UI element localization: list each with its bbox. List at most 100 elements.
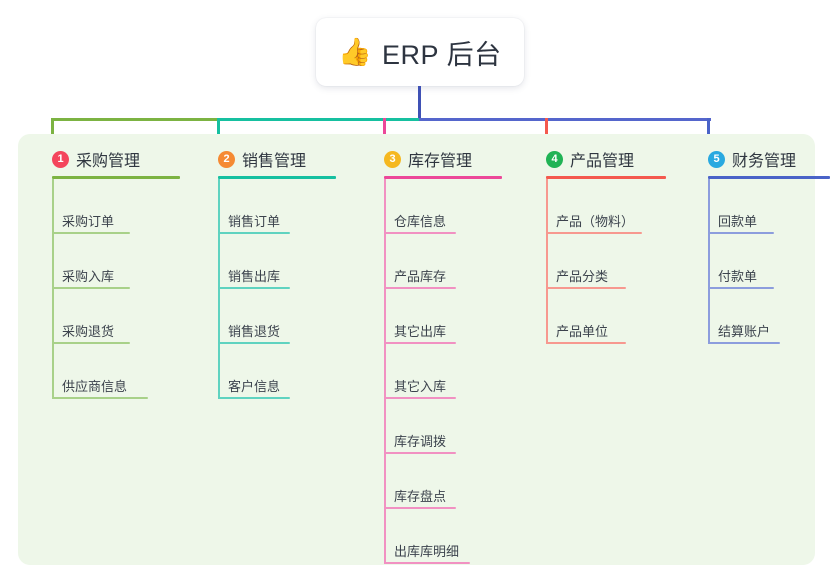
leaf-item-label: 销售订单 bbox=[228, 214, 281, 229]
leaf-item[interactable]: 客户信息 bbox=[218, 371, 290, 399]
leaf-item-rule bbox=[52, 397, 148, 399]
leaf-item-rule bbox=[384, 397, 456, 399]
leaf-item[interactable]: 其它出库 bbox=[384, 316, 456, 344]
column-spine bbox=[384, 179, 386, 564]
leaf-item-label: 其它出库 bbox=[394, 324, 447, 339]
root-node-erp-backend[interactable]: 👍 ERP 后台 bbox=[316, 18, 524, 86]
column-header-2[interactable]: 2 销售管理 bbox=[196, 146, 306, 172]
branches-panel bbox=[18, 134, 815, 565]
leaf-item[interactable]: 其它入库 bbox=[384, 371, 456, 399]
leaf-item[interactable]: 回款单 bbox=[708, 206, 774, 234]
leaf-item-label: 其它入库 bbox=[394, 379, 447, 394]
column-header-5[interactable]: 5 财务管理 bbox=[686, 146, 796, 172]
root-node-title: ERP 后台 bbox=[382, 39, 502, 70]
leaf-item[interactable]: 产品库存 bbox=[384, 261, 456, 289]
leaf-item[interactable]: 采购退货 bbox=[52, 316, 130, 344]
column-title: 采购管理 bbox=[76, 153, 141, 170]
leaf-item-rule bbox=[52, 342, 130, 344]
leaf-item-rule bbox=[546, 342, 626, 344]
column-number-badge: 1 bbox=[52, 150, 69, 168]
bar-segment-blue bbox=[419, 118, 711, 121]
leaf-item-rule bbox=[708, 232, 774, 234]
leaf-item-rule bbox=[52, 232, 130, 234]
leaf-item-rule bbox=[708, 342, 780, 344]
leaf-item[interactable]: 采购入库 bbox=[52, 261, 130, 289]
leaf-item[interactable]: 结算账户 bbox=[708, 316, 780, 344]
column-number-badge: 5 bbox=[708, 150, 725, 168]
leaf-item-label: 回款单 bbox=[718, 214, 758, 229]
column-title: 产品管理 bbox=[570, 153, 635, 170]
column-header-rule bbox=[546, 176, 666, 179]
leaf-item-label: 产品分类 bbox=[556, 269, 609, 284]
leaf-item-rule bbox=[218, 232, 290, 234]
column-title: 财务管理 bbox=[732, 153, 797, 170]
leaf-item-rule bbox=[218, 397, 290, 399]
bar-segment-green bbox=[52, 118, 218, 121]
leaf-item-label: 采购退货 bbox=[62, 324, 115, 339]
leaf-item[interactable]: 销售出库 bbox=[218, 261, 290, 289]
column-number-badge: 4 bbox=[546, 150, 563, 168]
bar-segment-teal bbox=[218, 118, 419, 121]
column-number-badge: 2 bbox=[218, 150, 235, 168]
column-header-3[interactable]: 3 库存管理 bbox=[362, 146, 472, 172]
leaf-item-rule bbox=[218, 342, 290, 344]
leaf-item-label: 产品（物料） bbox=[556, 214, 635, 229]
column-header-rule bbox=[52, 176, 180, 179]
leaf-item-label: 产品单位 bbox=[556, 324, 609, 339]
leaf-item[interactable]: 销售退货 bbox=[218, 316, 290, 344]
drop-line-1 bbox=[51, 118, 54, 144]
drop-line-2 bbox=[217, 118, 220, 144]
column-spine bbox=[546, 179, 548, 344]
leaf-item-rule bbox=[384, 452, 456, 454]
leaf-item[interactable]: 采购订单 bbox=[52, 206, 130, 234]
leaf-item-label: 仓库信息 bbox=[394, 214, 447, 229]
column-title: 库存管理 bbox=[408, 153, 473, 170]
leaf-item-label: 库存盘点 bbox=[394, 489, 447, 504]
drop-line-5 bbox=[707, 118, 710, 144]
column-header-rule bbox=[218, 176, 336, 179]
column-header-1[interactable]: 1 采购管理 bbox=[30, 146, 140, 172]
leaf-item[interactable]: 仓库信息 bbox=[384, 206, 456, 234]
leaf-item-label: 库存调拨 bbox=[394, 434, 447, 449]
column-header-rule bbox=[384, 176, 502, 179]
leaf-item-label: 采购订单 bbox=[62, 214, 115, 229]
leaf-item-label: 供应商信息 bbox=[62, 379, 128, 394]
leaf-item-rule bbox=[546, 287, 626, 289]
leaf-item-label: 出库库明细 bbox=[394, 544, 460, 559]
leaf-item-rule bbox=[384, 342, 456, 344]
leaf-item-rule bbox=[384, 507, 456, 509]
leaf-item-label: 客户信息 bbox=[228, 379, 281, 394]
column-header-4[interactable]: 4 产品管理 bbox=[524, 146, 634, 172]
leaf-item-rule bbox=[218, 287, 290, 289]
leaf-item[interactable]: 库存盘点 bbox=[384, 481, 456, 509]
leaf-item[interactable]: 付款单 bbox=[708, 261, 774, 289]
leaf-item-label: 产品库存 bbox=[394, 269, 447, 284]
leaf-item-rule bbox=[546, 232, 642, 234]
leaf-item-rule bbox=[708, 287, 774, 289]
column-spine bbox=[708, 179, 710, 344]
drop-line-4 bbox=[545, 118, 548, 144]
leaf-item-rule bbox=[384, 562, 470, 564]
leaf-item[interactable]: 出库库明细 bbox=[384, 536, 470, 564]
column-spine bbox=[218, 179, 220, 399]
leaf-item-rule bbox=[384, 287, 456, 289]
column-spine bbox=[52, 179, 54, 399]
column-number-badge: 3 bbox=[384, 150, 401, 168]
leaf-item[interactable]: 产品（物料） bbox=[546, 206, 642, 234]
leaf-item-label: 付款单 bbox=[718, 269, 758, 284]
root-stem-line bbox=[418, 86, 421, 121]
column-header-rule bbox=[708, 176, 830, 179]
leaf-item-rule bbox=[384, 232, 456, 234]
leaf-item[interactable]: 产品单位 bbox=[546, 316, 626, 344]
leaf-item-rule bbox=[52, 287, 130, 289]
leaf-item-label: 销售出库 bbox=[228, 269, 281, 284]
leaf-item[interactable]: 销售订单 bbox=[218, 206, 290, 234]
leaf-item[interactable]: 库存调拨 bbox=[384, 426, 456, 454]
leaf-item[interactable]: 供应商信息 bbox=[52, 371, 148, 399]
leaf-item-label: 销售退货 bbox=[228, 324, 281, 339]
leaf-item[interactable]: 产品分类 bbox=[546, 261, 626, 289]
leaf-item-label: 结算账户 bbox=[718, 324, 771, 339]
drop-line-3 bbox=[383, 118, 386, 144]
column-title: 销售管理 bbox=[242, 153, 307, 170]
leaf-item-label: 采购入库 bbox=[62, 269, 115, 284]
